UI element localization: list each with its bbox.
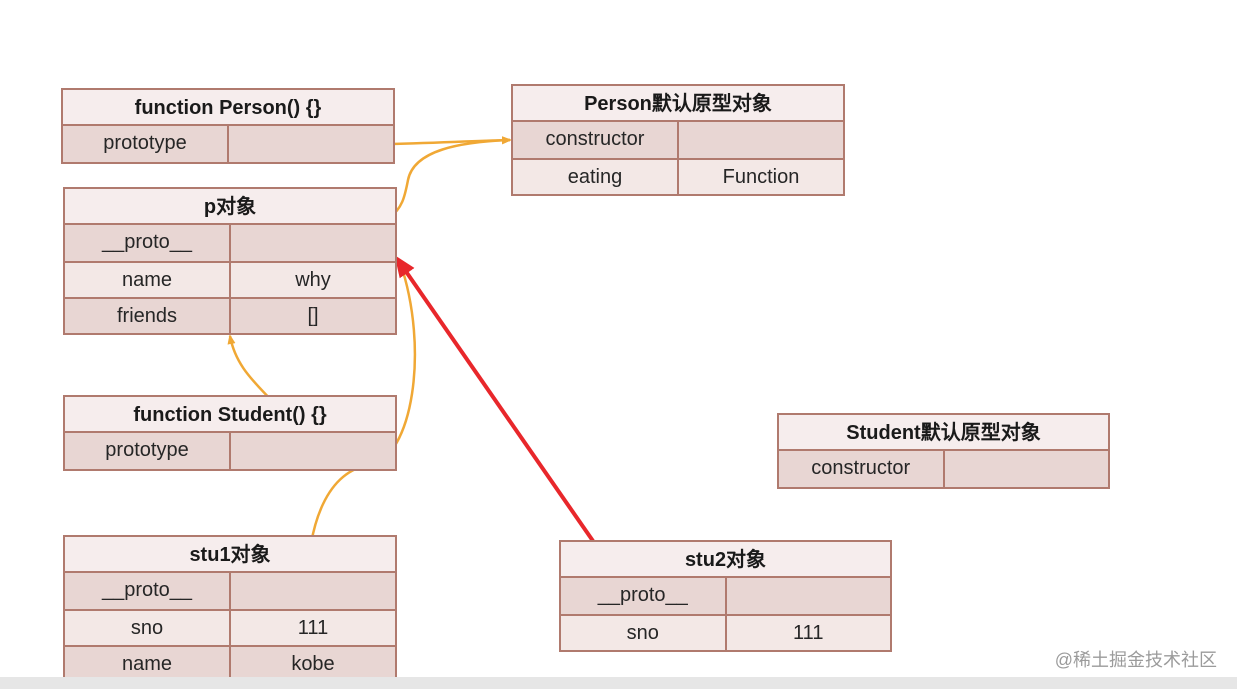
row-value: kobe [229,647,395,681]
row-key: __proto__ [101,231,193,253]
row-key: name [121,653,173,675]
table-row: __proto__ [561,578,890,614]
row-key: prototype [105,439,189,461]
row-key: __proto__ [101,579,193,601]
table-row: prototype [65,433,395,469]
row-value [677,122,843,158]
row-value: Function [677,160,843,194]
row-value [229,225,395,261]
stu1-object-table: stu1对象 __proto__ sno 111 name kobe [63,535,397,683]
stu2-object-table: stu2对象 __proto__ sno 111 [559,540,892,652]
table-row: __proto__ [65,573,395,609]
table-row: sno 111 [561,614,890,650]
table-row: friends [] [65,297,395,333]
table-title: stu2对象 [561,542,890,578]
row-value: 111 [724,616,891,650]
table-title: Person默认原型对象 [513,86,843,122]
row-key: prototype [103,132,187,154]
row-key: eating [567,166,623,188]
row-value: why [229,263,395,297]
bottom-scroll-strip [0,677,1237,689]
row-key: __proto__ [597,584,688,606]
row-value [724,578,891,614]
table-row: prototype [63,126,393,162]
table-row: __proto__ [65,225,395,261]
row-value: 111 [229,611,395,645]
student-function-table: function Student() {} prototype [63,395,397,471]
row-value [229,433,395,469]
table-title: Student默认原型对象 [779,415,1108,451]
table-row: name kobe [65,645,395,681]
row-key: sno [130,617,164,639]
row-key: name [121,269,173,291]
p-object-table: p对象 __proto__ name why friends [] [63,187,397,335]
row-key: friends [116,305,178,327]
person-function-table: function Person() {} prototype [61,88,395,164]
row-value [227,126,393,162]
table-title: function Person() {} [63,90,393,126]
table-title: stu1对象 [65,537,395,573]
table-row: name why [65,261,395,297]
row-value: [] [229,299,395,333]
table-row: constructor [513,122,843,158]
table-row: constructor [779,451,1108,487]
person-prototype-table: Person默认原型对象 constructor eating Function [511,84,845,196]
table-title: p对象 [65,189,395,225]
row-key: sno [626,622,659,644]
row-value [229,573,395,609]
table-row: sno 111 [65,609,395,645]
student-prototype-table: Student默认原型对象 constructor [777,413,1110,489]
table-title: function Student() {} [65,397,395,433]
table-row: eating Function [513,158,843,194]
row-value [942,451,1109,487]
row-key: constructor [811,457,911,479]
stu2-proto-arrow [394,255,595,543]
row-key: constructor [545,128,645,150]
watermark: @稀土掘金技术社区 [1054,650,1217,670]
